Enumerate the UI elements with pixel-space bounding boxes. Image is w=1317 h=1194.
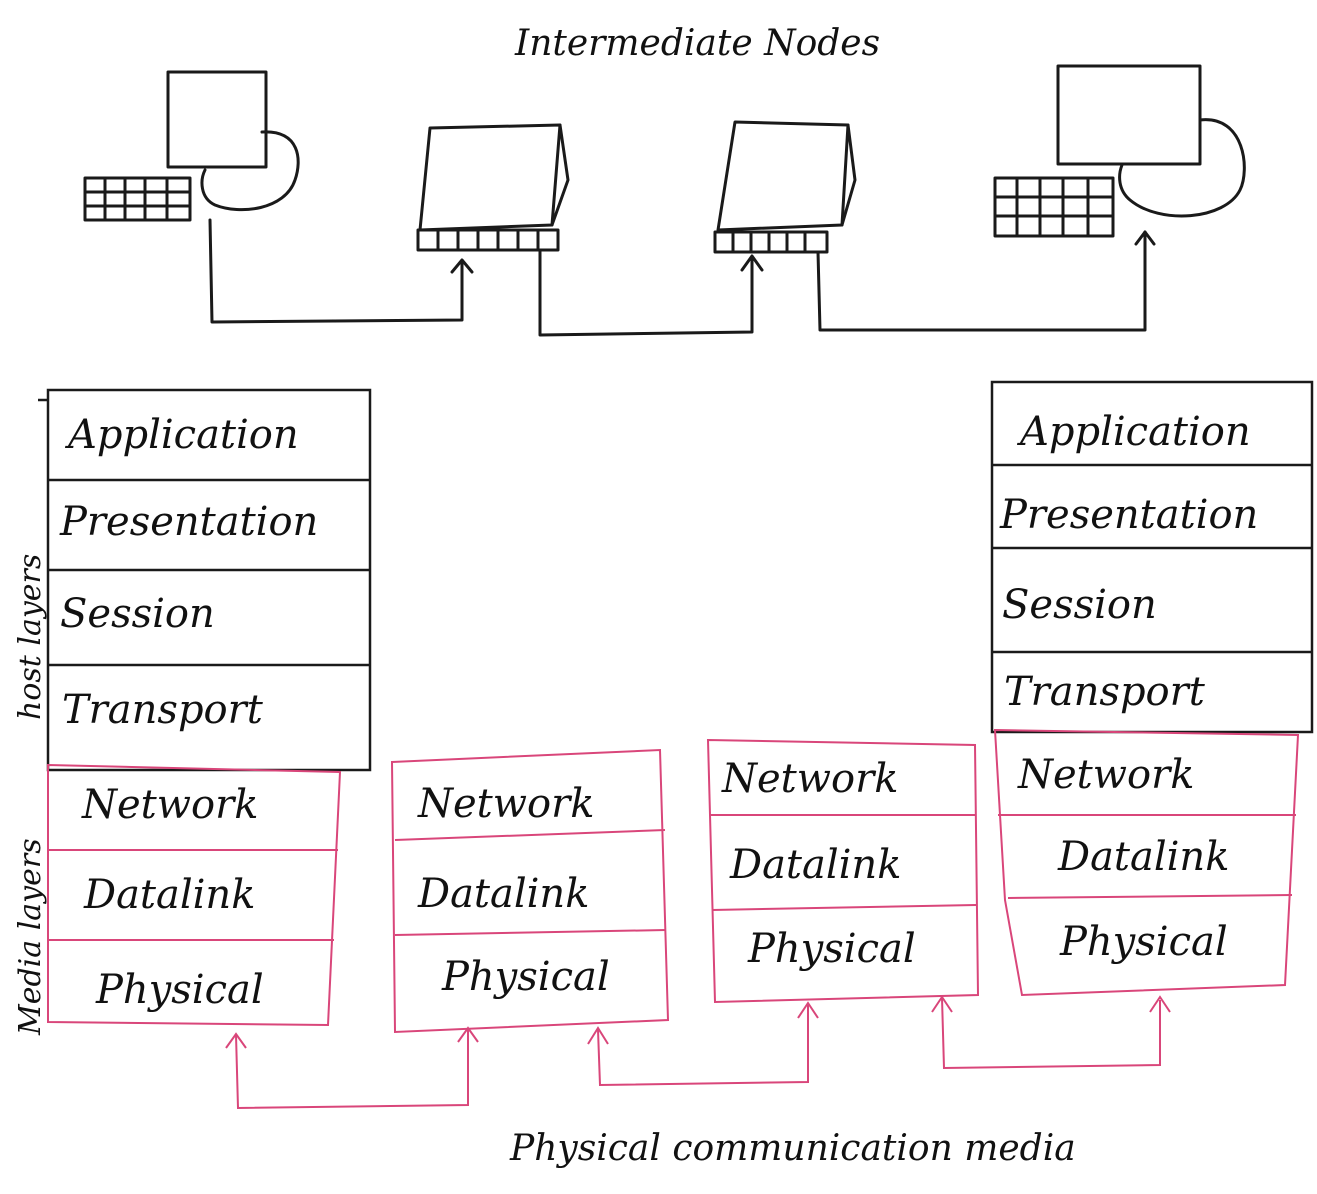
left-host-stack: Application Presentation Session Transpo… bbox=[38, 388, 372, 772]
right-layer-datalink: Datalink bbox=[1057, 834, 1229, 880]
node1-media-stack: Network Datalink Physical bbox=[390, 748, 670, 1034]
right-layer-transport: Transport bbox=[1004, 669, 1206, 715]
router-1-icon bbox=[416, 123, 570, 252]
physical-media-label: Physical communication media bbox=[509, 1128, 1076, 1169]
right-media-stack: Network Datalink Physical bbox=[993, 728, 1300, 997]
node1-layer-network: Network bbox=[417, 781, 594, 827]
node2-media-stack: Network Datalink Physical bbox=[706, 738, 980, 1004]
left-computer-icon bbox=[166, 70, 300, 212]
host-layers-label: host layers bbox=[13, 554, 48, 720]
left-layer-network: Network bbox=[81, 782, 258, 828]
left-layer-presentation: Presentation bbox=[59, 499, 318, 545]
left-keyboard-icon bbox=[83, 176, 192, 222]
left-layer-session: Session bbox=[60, 591, 215, 637]
node2-layer-physical: Physical bbox=[747, 926, 916, 972]
node1-layer-physical: Physical bbox=[441, 954, 610, 1000]
right-layer-session: Session bbox=[1002, 582, 1157, 628]
left-layer-application: Application bbox=[64, 412, 299, 458]
left-layer-datalink: Datalink bbox=[83, 872, 255, 918]
top-network-links bbox=[208, 218, 1156, 337]
right-host-stack: Application Presentation Session Transpo… bbox=[990, 380, 1314, 734]
node2-layer-network: Network bbox=[721, 756, 898, 802]
left-media-stack: Network Datalink Physical bbox=[47, 763, 342, 1027]
media-layers-label: Media layers bbox=[13, 838, 48, 1036]
physical-media-links bbox=[225, 995, 1171, 1110]
right-computer-icon bbox=[1056, 64, 1246, 218]
right-layer-application: Application bbox=[1016, 409, 1251, 455]
node2-layer-datalink: Datalink bbox=[729, 842, 901, 888]
right-layer-physical: Physical bbox=[1059, 919, 1228, 965]
left-layer-transport: Transport bbox=[62, 687, 264, 733]
right-layer-network: Network bbox=[1017, 752, 1194, 798]
left-layer-physical: Physical bbox=[95, 967, 264, 1013]
diagram-title: Intermediate Nodes bbox=[514, 23, 880, 64]
right-keyboard-icon bbox=[993, 176, 1115, 238]
node1-layer-datalink: Datalink bbox=[417, 871, 589, 917]
right-layer-presentation: Presentation bbox=[999, 492, 1258, 538]
router-2-icon bbox=[713, 120, 857, 254]
